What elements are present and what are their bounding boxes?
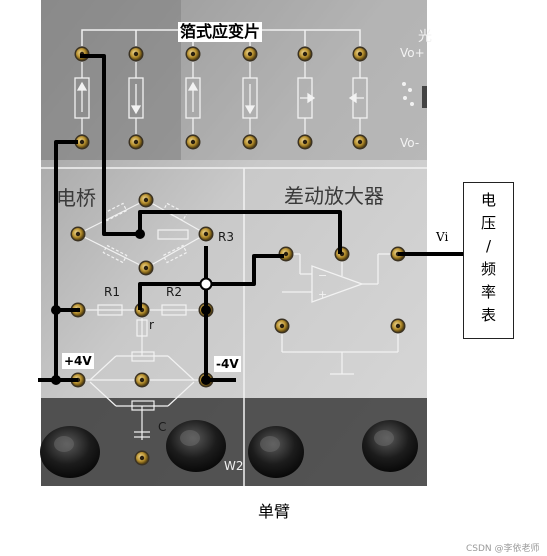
meter-char: / xyxy=(485,237,492,255)
meter-char: 率 xyxy=(480,283,496,301)
meter-char: 表 xyxy=(480,306,496,324)
capacitor-label: C xyxy=(158,420,167,434)
watermark: CSDN @李依老师 xyxy=(466,544,540,554)
plus-supply-label: +4V xyxy=(62,353,94,369)
bridge-section-label: 电桥 xyxy=(56,186,96,210)
r2-label: R2 xyxy=(166,285,182,299)
light-sensor-marks xyxy=(402,82,427,108)
meter-char: 频 xyxy=(480,260,496,278)
r1-label: R1 xyxy=(104,285,120,299)
knobs xyxy=(40,420,418,478)
amplifier-section-label: 差动放大器 xyxy=(284,184,384,208)
meter-char: 压 xyxy=(480,214,496,232)
figure-caption: 单臂 xyxy=(258,502,291,521)
minus-supply-label: -4V xyxy=(214,356,241,372)
r3-label: R3 xyxy=(218,230,234,244)
svg-text:−: − xyxy=(318,269,327,282)
strain-gauges xyxy=(74,62,368,134)
wire-junctions xyxy=(51,229,213,385)
meter-label: 电 压 / 频 率 表 xyxy=(464,189,513,327)
meter-char: 电 xyxy=(480,191,496,209)
voltage-frequency-meter: 电 压 / 频 率 表 xyxy=(463,182,514,339)
gauge-arrows xyxy=(76,81,364,115)
strain-gauge-label: 箔式应变片 xyxy=(178,22,263,42)
vo-plus-label: Vo+ xyxy=(400,46,425,60)
svg-text:+: + xyxy=(318,288,327,301)
r-trim-label: r xyxy=(149,318,154,332)
vo-minus-label: Vo- xyxy=(400,136,420,150)
light-sensor-label: 光 xyxy=(418,29,432,45)
board-shadow-top xyxy=(41,0,181,160)
vi-label: Vi xyxy=(436,230,449,244)
w2-label: W2 xyxy=(224,459,244,473)
